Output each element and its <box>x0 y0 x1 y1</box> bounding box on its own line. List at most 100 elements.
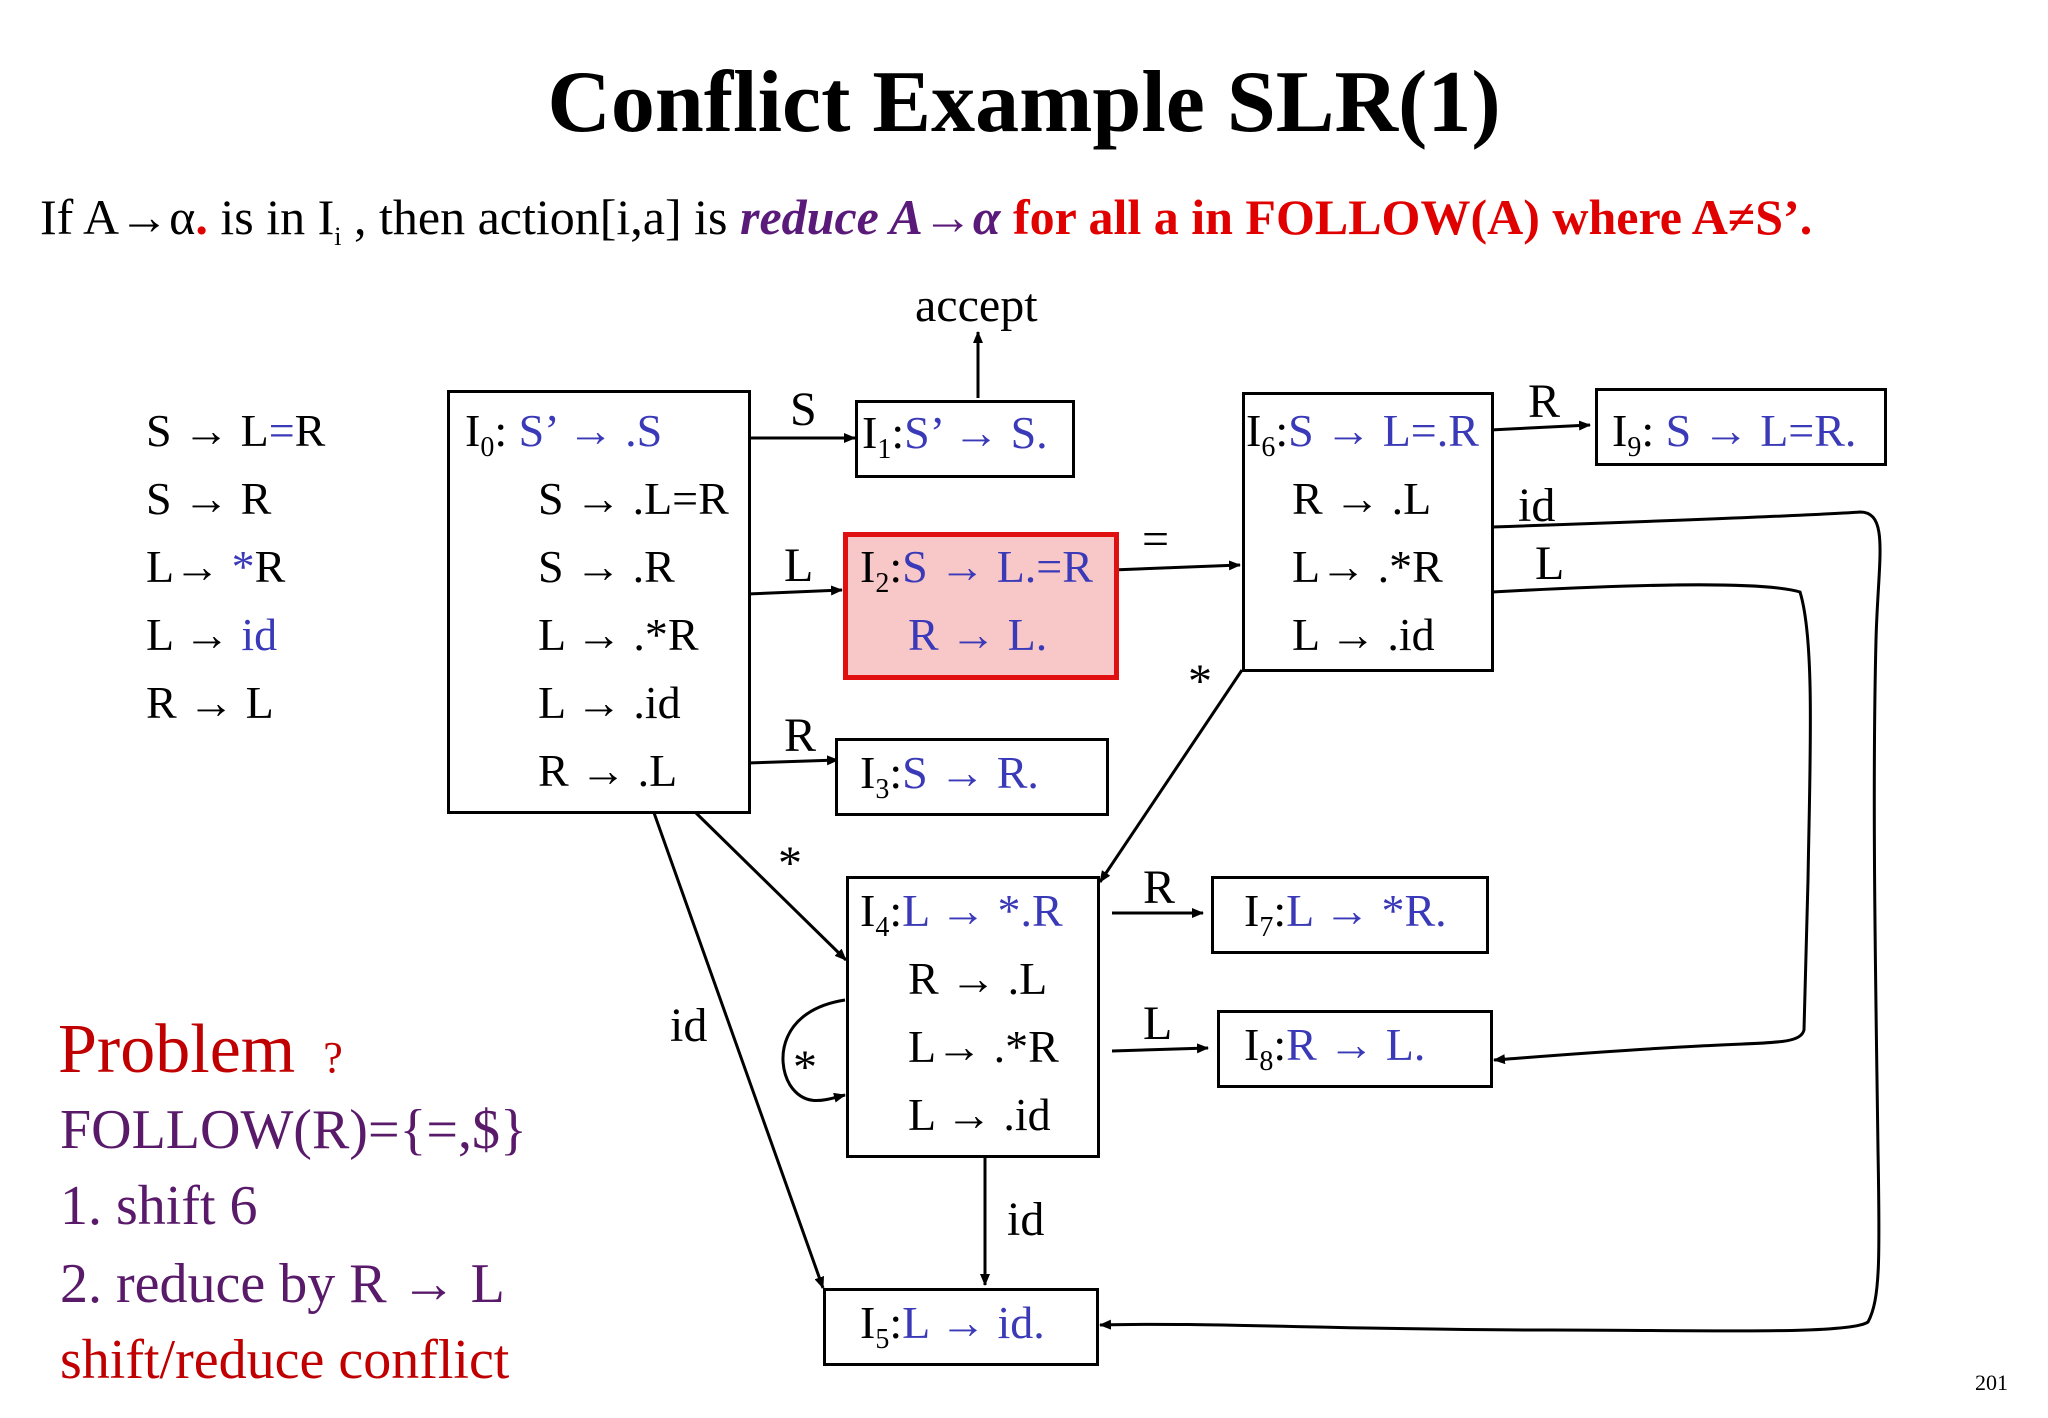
state-kernel-item: S → L=R. <box>1665 405 1857 456</box>
slr-rule-text: If A→α. is in Ii , then action[i,a] is r… <box>40 188 1812 252</box>
state-name: I <box>1244 1019 1260 1070</box>
rule-then: , then action[i,a] is <box>341 189 740 245</box>
state-kernel-item: L → *.R <box>902 885 1063 936</box>
state-sep: : <box>889 541 903 592</box>
grammar-prod-4: L → id <box>146 608 277 661</box>
state-i1-header: I1:S’ → S. <box>862 406 1048 466</box>
label-edge-r: R <box>1528 375 1561 428</box>
rule-middle: is in I <box>207 189 335 245</box>
grammar-terminal: * <box>231 541 255 592</box>
state-name: I <box>860 1297 876 1348</box>
state-i6-header: I6:S → L=.R <box>1246 404 1479 464</box>
label-edge-star: * <box>793 1041 817 1094</box>
state-name: I <box>1244 885 1260 936</box>
slide-title: Conflict Example SLR(1) <box>547 54 1501 151</box>
state-sub: 6 <box>1261 432 1276 464</box>
problem-option-reduce: 2. reduce by R → L <box>60 1253 505 1315</box>
state-i4-item: R → .L <box>908 953 1048 1004</box>
arrow-i0-i3 <box>746 755 839 766</box>
grammar-terminal: = <box>268 405 295 456</box>
problem-question-mark: ? <box>323 1033 343 1082</box>
state-sep: : <box>1273 1019 1287 1070</box>
state-name: I <box>860 541 876 592</box>
grammar-prod-3: L→ *R <box>146 540 285 593</box>
grammar-prod-1: S → L=R <box>146 404 325 457</box>
label-edge-star: * <box>778 837 802 890</box>
label-accept: accept <box>915 279 1038 332</box>
arrow-i4-i8 <box>1111 1043 1209 1054</box>
arrow-i6-i4 <box>1098 669 1244 883</box>
state-kernel-item: L → id. <box>902 1297 1045 1348</box>
arrow-i0-i5 <box>651 809 825 1289</box>
state-name: I <box>465 405 481 456</box>
state-sep: : <box>494 405 519 456</box>
state-sep: : <box>889 885 903 936</box>
rule-sub: i <box>334 222 342 251</box>
state-i1 <box>855 400 1075 478</box>
rule-prefix: If A→α <box>40 189 196 245</box>
state-name: I <box>1612 405 1628 456</box>
state-i2-highlighted <box>843 532 1119 680</box>
state-name: I <box>1246 405 1262 456</box>
grammar-lhs: S → R <box>146 473 272 524</box>
state-i9-header: I9: S → L=R. <box>1612 404 1856 464</box>
label-edge-r: R <box>784 709 817 762</box>
grammar-prod-2: S → R <box>146 472 271 525</box>
state-i9 <box>1595 388 1887 466</box>
grammar-lhs: S → L <box>146 405 269 456</box>
grammar-lhs: R → L <box>146 677 274 728</box>
state-name: I <box>860 885 876 936</box>
state-i3-header: I3:S → R. <box>860 746 1039 806</box>
label-edge-star: * <box>1188 655 1212 708</box>
label-edge-eq: = <box>1142 513 1170 566</box>
grammar-lhs: L→ <box>146 541 232 592</box>
grammar-lhs: L → <box>146 609 242 660</box>
state-sub: 8 <box>1259 1046 1274 1078</box>
state-sep: : <box>889 747 903 798</box>
state-sep: : <box>889 1297 903 1348</box>
state-sub: 3 <box>875 774 890 806</box>
state-i4 <box>846 876 1100 1158</box>
state-i0-item: S → .R <box>538 541 675 592</box>
state-sep: : <box>891 407 905 458</box>
arrow-i0-i2 <box>746 585 843 596</box>
state-sub: 5 <box>875 1324 890 1356</box>
problem-heading: Problem? <box>58 1010 343 1090</box>
label-edge-r: R <box>1143 861 1176 914</box>
state-kernel-item: S → L=.R <box>1288 405 1479 456</box>
page-number: 201 <box>1975 1370 2008 1395</box>
problem-option-shift: 1. shift 6 <box>60 1175 258 1237</box>
grammar-rhs: R <box>254 541 286 592</box>
label-edge-id: id <box>670 999 708 1052</box>
problem-conclusion: shift/reduce conflict <box>60 1329 510 1391</box>
state-sep: : <box>1273 885 1287 936</box>
rule-dot: . <box>195 189 208 245</box>
rule-reduce: reduce A→α <box>740 189 1001 245</box>
state-kernel-item: S’ → S. <box>904 407 1048 458</box>
arrow-i6-i8 <box>1491 583 1812 1065</box>
state-i4-item: L → .id <box>908 1089 1051 1140</box>
state-sub: 9 <box>1627 432 1642 464</box>
state-kernel-item: R → L. <box>1286 1019 1426 1070</box>
state-sub: 1 <box>877 434 892 466</box>
state-i6-item: R → .L <box>1292 473 1432 524</box>
grammar-prod-5: R → L <box>146 676 274 729</box>
state-i7 <box>1211 876 1489 954</box>
problem-title: Problem <box>58 1011 296 1088</box>
state-i5-header: I5:L → id. <box>860 1296 1045 1356</box>
state-kernel-item: S → R. <box>902 747 1039 798</box>
state-i8-header: I8:R → L. <box>1244 1018 1425 1078</box>
arrow-i0-i4 <box>691 808 848 962</box>
state-name: I <box>860 747 876 798</box>
state-i8 <box>1217 1010 1493 1088</box>
state-sep: : <box>1275 405 1289 456</box>
state-i0-item: L → .*R <box>538 609 699 660</box>
state-i0-item: S → .L=R <box>538 473 729 524</box>
state-i0-item: L → .id <box>538 677 681 728</box>
rule-where: where A≠S’. <box>1539 189 1813 245</box>
arrow-i6-i9 <box>1489 420 1591 432</box>
problem-follow-set: FOLLOW(R)={=,$} <box>60 1099 527 1161</box>
state-i6-item: L→ .*R <box>1292 541 1443 592</box>
state-i4-item: L→ .*R <box>908 1021 1059 1072</box>
